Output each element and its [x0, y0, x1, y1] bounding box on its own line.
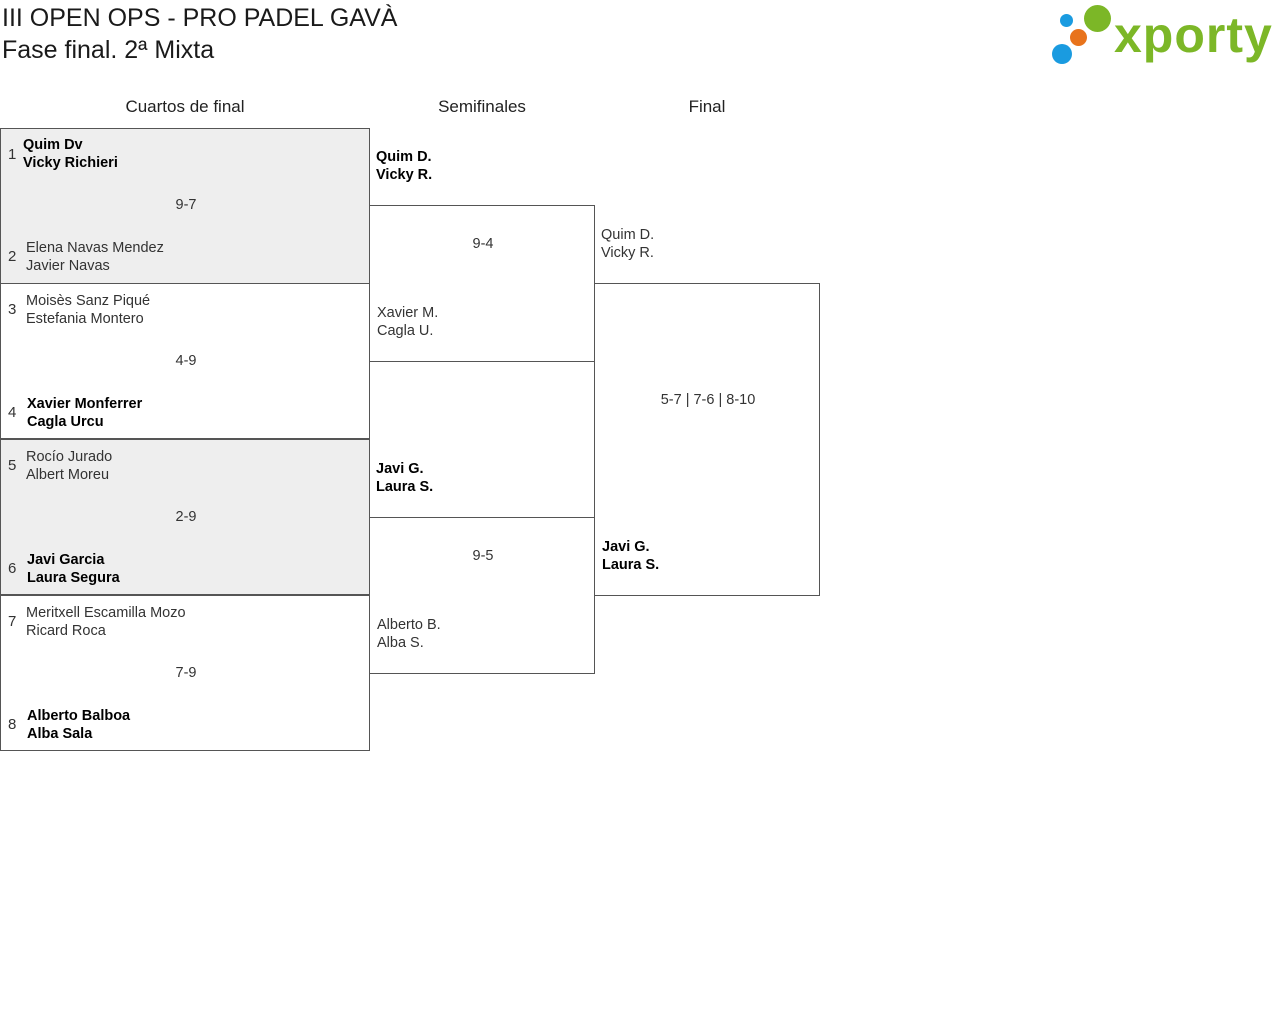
match-score: 5-7 | 7-6 | 8-10 — [660, 392, 756, 408]
team-bottom[interactable]: Elena Navas Mendez Javier Navas — [26, 239, 164, 275]
seed-number: 4 — [8, 404, 17, 421]
player-name: Cagla Urcu — [27, 414, 104, 430]
player-name: Javi G. — [602, 539, 650, 555]
seed-number: 3 — [8, 301, 17, 318]
team-bottom[interactable]: Alberto Balboa Alba Sala — [27, 707, 130, 743]
player-name: Ricard Roca — [26, 623, 106, 639]
seed-number: 1 — [8, 146, 17, 163]
semifinal-2-team-bottom[interactable]: Alberto B. Alba S. — [377, 616, 441, 652]
player-name: Xavier Monferrer — [27, 396, 143, 412]
match-score: 7-9 — [175, 665, 197, 681]
seed-number: 2 — [8, 248, 17, 265]
player-name: Laura S. — [376, 479, 434, 495]
seed-number: 8 — [8, 716, 17, 733]
player-name: Xavier M. — [377, 305, 439, 321]
quarterfinal-match-1[interactable]: 1 Quim Dv Vicky Richieri 9-7 2 Elena Nav… — [0, 128, 370, 284]
team-top[interactable]: Quim Dv Vicky Richieri — [23, 136, 118, 172]
round-title-final: Final — [688, 97, 726, 116]
player-name: Vicky R. — [376, 167, 433, 183]
seed-number: 7 — [8, 613, 17, 630]
phase-subtitle: Fase final. 2ª Mixta — [2, 36, 215, 64]
player-name: Elena Navas Mendez — [26, 240, 164, 256]
round-title-semis: Semifinales — [438, 97, 526, 116]
match-score: 9-4 — [472, 236, 494, 252]
quarterfinal-match-2[interactable]: 3 Moisès Sanz Piqué Estefania Montero 4-… — [0, 283, 370, 439]
logo-wordmark: xporty — [1114, 7, 1273, 63]
player-name: Alba Sala — [27, 726, 93, 742]
player-name: Alba S. — [377, 635, 424, 651]
match-score: 9-5 — [472, 548, 494, 564]
logo-dot-blue-small — [1060, 14, 1073, 27]
player-name: Laura S. — [602, 557, 660, 573]
logo-dot-green — [1084, 5, 1111, 32]
player-name: Laura Segura — [27, 570, 120, 586]
semifinal-2-team-top[interactable]: Javi G. Laura S. — [376, 460, 433, 496]
team-bottom[interactable]: Xavier Monferrer Cagla Urcu — [27, 395, 142, 431]
semifinal-1-team-top[interactable]: Quim D. Vicky R. — [376, 148, 432, 184]
semifinal-1-team-bottom[interactable]: Xavier M. Cagla U. — [377, 304, 438, 340]
team-top[interactable]: Rocío Jurado Albert Moreu — [26, 448, 112, 484]
player-name: Rocío Jurado — [26, 449, 113, 465]
tournament-title: III OPEN OPS - PRO PADEL GAVÀ — [2, 4, 398, 32]
match-score: 4-9 — [175, 353, 197, 369]
final-team-top[interactable]: Quim D. Vicky R. — [601, 226, 654, 262]
player-name: Quim D. — [376, 149, 432, 165]
logo-dot-blue — [1052, 44, 1072, 64]
team-bottom[interactable]: Javi Garcia Laura Segura — [27, 551, 120, 587]
player-name: Meritxell Escamilla Mozo — [26, 605, 186, 621]
player-name: Vicky R. — [601, 245, 654, 261]
final-team-bottom[interactable]: Javi G. Laura S. — [602, 538, 659, 574]
player-name: Vicky Richieri — [23, 155, 118, 171]
player-name: Alberto B. — [377, 617, 441, 633]
seed-number: 6 — [8, 560, 17, 577]
quarterfinal-match-3[interactable]: 5 Rocío Jurado Albert Moreu 2-9 6 Javi G… — [0, 439, 370, 595]
player-name: Javi Garcia — [27, 552, 105, 568]
semifinal-match-2[interactable]: 9-5 Alberto B. Alba S. — [369, 517, 595, 674]
quarterfinal-match-4[interactable]: 7 Meritxell Escamilla Mozo Ricard Roca 7… — [0, 595, 370, 751]
player-name: Quim Dv — [23, 137, 83, 153]
match-score: 9-7 — [175, 197, 197, 213]
semifinal-match-1[interactable]: 9-4 Xavier M. Cagla U. — [369, 205, 595, 362]
player-name: Quim D. — [601, 227, 655, 243]
player-name: Javi G. — [376, 461, 424, 477]
xporty-logo[interactable]: xporty — [1050, 4, 1276, 66]
match-score: 2-9 — [175, 509, 197, 525]
final-match[interactable]: 5-7 | 7-6 | 8-10 Javi G. Laura S. — [594, 283, 820, 596]
player-name: Estefania Montero — [26, 311, 144, 327]
player-name: Moisès Sanz Piqué — [26, 293, 151, 309]
seed-number: 5 — [8, 457, 17, 474]
player-name: Javier Navas — [26, 258, 110, 274]
player-name: Alberto Balboa — [27, 708, 131, 724]
team-top[interactable]: Meritxell Escamilla Mozo Ricard Roca — [26, 604, 186, 640]
team-top[interactable]: Moisès Sanz Piqué Estefania Montero — [26, 292, 150, 328]
player-name: Albert Moreu — [26, 467, 110, 483]
player-name: Cagla U. — [377, 323, 434, 339]
logo-dot-orange — [1070, 29, 1087, 46]
round-title-quarters: Cuartos de final — [125, 97, 245, 116]
